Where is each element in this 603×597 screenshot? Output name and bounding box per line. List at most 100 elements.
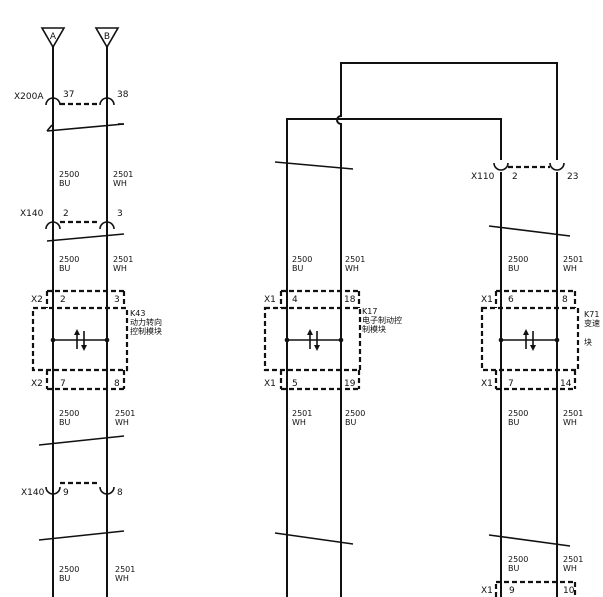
diagram-label: 2501 [115,409,135,418]
diagram-label: 9 [63,488,69,498]
diagram-label: 7 [508,379,514,389]
connector-x1-bottom: X1 9 10 [481,580,577,597]
diagram-label: 块 [584,337,592,347]
diagram-label: X1 [264,295,276,305]
diagram-label: 6 [508,295,514,305]
diagram-label: 9 [509,586,515,596]
diagram-label: 动力转向 [130,317,162,327]
diagram-label: X1 [481,586,493,596]
wire-middle-b [336,62,558,597]
diagram-label: WH [292,418,306,427]
diagram-label: 电子制动控 [362,315,402,325]
diagram-label: 5 [292,379,298,389]
right-column: X110 2 23 2500 BU 2501 WH X1 6 8 X1 [471,162,600,597]
diagram-label: BU [345,418,356,427]
diagram-label: 10 [563,586,575,596]
twisted-pair-mark [488,225,571,237]
diagram-label: 2501 [292,409,312,418]
diagram-label: 制模块 [362,324,386,334]
diagram-label: 18 [344,295,356,305]
diagram-label: BU [59,179,70,188]
wire-labels-right-3: 2500 BU 2501 WH [508,555,583,573]
diagram-label: 14 [560,379,572,389]
diagram-label: X2 [31,295,43,305]
module-k43-id: K43 [130,309,145,318]
twisted-pair-mark [46,233,125,242]
connector-x110: X110 2 23 [471,162,578,182]
diagram-label: X1 [481,379,493,389]
diagram-label: 控制模块 [130,326,162,336]
diagram-label: 2500 [59,170,79,179]
diagram-label: BU [59,574,70,583]
wire-labels-right-2: 2500 BU 2501 WH [508,409,583,427]
twisted-pair-mark [38,435,125,446]
diagram-label: 2 [512,172,518,182]
wire-labels-left-4: 2500 BU 2501 WH [59,565,135,583]
diagram-label: 2500 [292,255,312,264]
diagram-label: X2 [31,379,43,389]
offpage-b-label: B [104,32,110,42]
diagram-label: 2500 [508,255,528,264]
twisted-pair-mark [274,161,354,170]
diagram-label: X1 [264,379,276,389]
wire-labels-right-1: 2500 BU 2501 WH [508,255,583,273]
diagram-label: X1 [481,295,493,305]
wire-middle-a [286,118,502,597]
module-k43: X2 2 3 X2 7 8 K43 动力转向 控制模块 [31,289,162,391]
diagram-label: WH [115,574,129,583]
wire-labels-middle-1: 2500 BU 2501 WH [292,255,365,273]
diagram-label: WH [563,418,577,427]
connector-x140-upper: X140 2 3 [20,209,123,230]
diagram-label: 2501 [563,255,583,264]
diagram-label: WH [113,264,127,273]
diagram-label: WH [345,264,359,273]
diagram-label: 2500 [508,555,528,564]
diagram-label: 8 [117,488,123,498]
diagram-label: WH [563,264,577,273]
diagram-label: 8 [562,295,568,305]
twisted-pair-mark [38,530,125,541]
wire-labels-left-2: 2500 BU 2501 WH [59,255,133,273]
diagram-label: WH [563,564,577,573]
diagram-label: BU [508,418,519,427]
diagram-label: BU [508,264,519,273]
diagram-label: 2 [60,295,66,305]
diagram-label: WH [115,418,129,427]
module-k17-id: K17 [362,307,377,316]
diagram-label: 2501 [113,170,133,179]
diagram-label: 2500 [345,409,365,418]
diagram-label: 2501 [563,555,583,564]
twisted-pair-mark [46,123,125,132]
diagram-label: 3 [114,295,120,305]
diagram-label: 8 [114,379,120,389]
diagram-label: WH [113,179,127,188]
twisted-pair-mark [488,534,571,547]
offpage-connector-b: B [94,27,120,49]
diagram-label: 7 [60,379,66,389]
diagram-label: 2500 [59,409,79,418]
diagram-label: 2500 [508,409,528,418]
connector-x110-label: X110 [471,172,495,182]
diagram-label: 2501 [115,565,135,574]
offpage-a-label: A [50,32,57,42]
diagram-label: 2500 [59,255,79,264]
diagram-label: 2501 [113,255,133,264]
left-column: A B X200A 37 38 2500 BU 2501 WH [14,27,162,597]
diagram-label: 19 [344,379,356,389]
diagram-label: 3 [117,209,123,219]
diagram-label: 2 [63,209,69,219]
module-k17: X1 4 18 X1 5 19 K17 电子制动控 制模块 [263,289,402,391]
connector-x200a-label: X200A [14,92,44,102]
wire-labels-middle-2: 2501 WH 2500 BU [292,409,365,427]
connector-x140-label: X140 [20,209,44,219]
wire-labels-left-3: 2500 BU 2501 WH [59,409,135,427]
twisted-pair-mark [274,532,354,545]
diagram-label: BU [59,418,70,427]
connector-x200a-pin2: 38 [117,90,129,100]
diagram-label: X140 [21,488,45,498]
offpage-connector-a: A [40,27,66,49]
middle-column: 2500 BU 2501 WH X1 4 18 X1 5 19 [263,62,558,597]
module-k71: X1 6 8 X1 7 14 K71 变速 块 [480,289,600,391]
connector-x200a-pin1: 37 [63,90,74,100]
